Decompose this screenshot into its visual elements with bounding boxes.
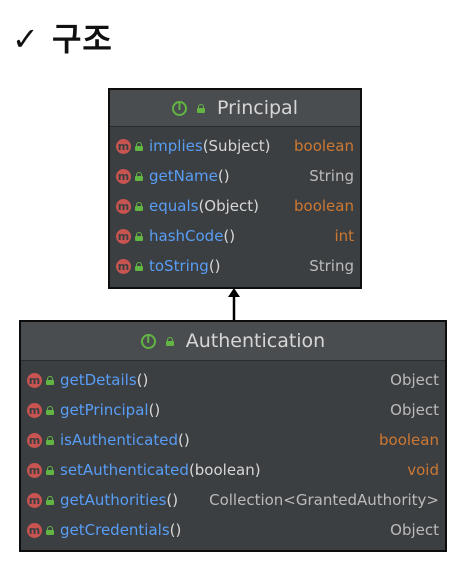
method-icon: m bbox=[116, 138, 131, 154]
authentication-name: Authentication bbox=[185, 330, 326, 352]
method-params: () bbox=[208, 257, 221, 275]
public-lock-icon bbox=[135, 201, 143, 211]
method-return-type: boolean bbox=[379, 431, 439, 449]
method-name: hashCode bbox=[149, 227, 224, 245]
method-params: () bbox=[169, 521, 182, 539]
method-row[interactable]: m getDetails() Object bbox=[21, 365, 445, 395]
method-row[interactable]: m isAuthenticated() boolean bbox=[21, 425, 445, 455]
method-name: isAuthenticated bbox=[60, 431, 178, 449]
public-lock-icon bbox=[135, 141, 143, 151]
public-lock-icon bbox=[46, 495, 54, 505]
method-params: () bbox=[136, 371, 149, 389]
inheritance-arrow bbox=[228, 288, 240, 320]
method-params: () bbox=[148, 401, 161, 419]
method-row[interactable]: m getCredentials() Object bbox=[21, 515, 445, 545]
method-name: getName bbox=[149, 167, 218, 185]
method-return-type: Object bbox=[390, 401, 439, 419]
method-row[interactable]: m getName() String bbox=[110, 161, 360, 191]
public-lock-icon bbox=[135, 231, 143, 241]
method-icon: m bbox=[27, 372, 42, 388]
principal-class-box[interactable]: I Principal m implies(Subject) boolean m get… bbox=[108, 88, 362, 289]
page-heading: ✓ 구조 bbox=[12, 20, 113, 58]
public-lock-icon bbox=[197, 103, 206, 113]
method-return-type: String bbox=[309, 257, 354, 275]
method-return-type: boolean bbox=[294, 197, 354, 215]
public-lock-icon bbox=[46, 465, 54, 475]
method-return-type: Object bbox=[390, 371, 439, 389]
method-row[interactable]: m getPrincipal() Object bbox=[21, 395, 445, 425]
method-row[interactable]: m hashCode() int bbox=[110, 221, 360, 251]
method-icon: m bbox=[116, 198, 131, 214]
method-icon: m bbox=[116, 168, 131, 184]
method-icon: m bbox=[27, 492, 42, 508]
method-return-type: int bbox=[334, 227, 354, 245]
interface-icon: I bbox=[172, 100, 188, 116]
authentication-header: I Authentication bbox=[21, 322, 445, 361]
method-icon: m bbox=[27, 402, 42, 418]
method-params: (boolean) bbox=[188, 461, 261, 479]
method-params: () bbox=[217, 167, 230, 185]
method-return-type: boolean bbox=[294, 137, 354, 155]
method-icon: m bbox=[116, 228, 131, 244]
method-return-type: String bbox=[309, 167, 354, 185]
method-name: getPrincipal bbox=[60, 401, 149, 419]
method-row[interactable]: m implies(Subject) boolean bbox=[110, 131, 360, 161]
method-icon: m bbox=[116, 258, 131, 274]
public-lock-icon bbox=[46, 375, 54, 385]
public-lock-icon bbox=[135, 261, 143, 271]
principal-name: Principal bbox=[217, 97, 298, 119]
method-params: (Subject) bbox=[202, 137, 271, 155]
method-icon: m bbox=[27, 522, 42, 538]
method-return-type: Collection<GrantedAuthority> bbox=[209, 491, 439, 509]
method-params: () bbox=[166, 491, 179, 509]
method-name: equals bbox=[149, 197, 199, 215]
public-lock-icon bbox=[46, 435, 54, 445]
method-name: getCredentials bbox=[60, 521, 170, 539]
method-row[interactable]: m getAuthorities() Collection<GrantedAutho… bbox=[21, 485, 445, 515]
method-name: getDetails bbox=[60, 371, 137, 389]
method-params: (Object) bbox=[198, 197, 259, 215]
interface-icon: I bbox=[140, 333, 156, 349]
method-row[interactable]: m setAuthenticated(boolean) void bbox=[21, 455, 445, 485]
method-params: () bbox=[223, 227, 236, 245]
method-name: setAuthenticated bbox=[60, 461, 189, 479]
principal-header: I Principal bbox=[110, 90, 360, 127]
method-row[interactable]: m equals(Object) boolean bbox=[110, 191, 360, 221]
method-return-type: void bbox=[407, 461, 439, 479]
public-lock-icon bbox=[165, 336, 174, 346]
public-lock-icon bbox=[135, 171, 143, 181]
method-icon: m bbox=[27, 462, 42, 478]
public-lock-icon bbox=[46, 525, 54, 535]
public-lock-icon bbox=[46, 405, 54, 415]
method-params: () bbox=[178, 431, 190, 449]
method-return-type: Object bbox=[390, 521, 439, 539]
method-row[interactable]: m toString() String bbox=[110, 251, 360, 281]
method-name: implies bbox=[149, 137, 203, 155]
method-name: toString bbox=[149, 257, 209, 275]
method-icon: m bbox=[27, 432, 42, 448]
method-name: getAuthorities bbox=[60, 491, 167, 509]
